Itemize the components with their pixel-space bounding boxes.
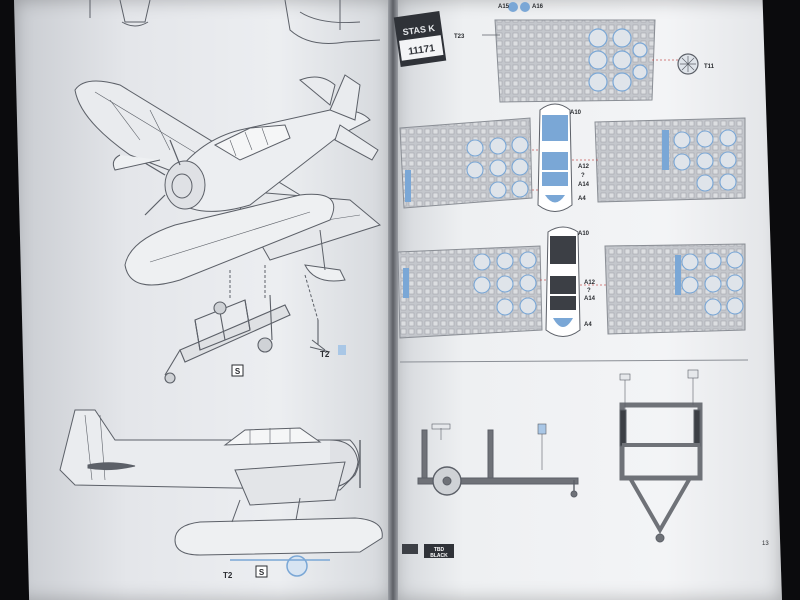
callout-s-top: S [235, 367, 241, 376]
callout-box-s-bottom [255, 565, 268, 578]
set-number: 11171 [408, 43, 436, 58]
callout-set1-a12: A12 [578, 164, 590, 170]
binding-gutter [388, 0, 398, 600]
callout-box-s-top [231, 364, 244, 377]
callout-set2-a14: A14 [584, 296, 596, 302]
brand-logo-text: STAS K [402, 23, 436, 37]
callout-set1-a4: A4 [578, 196, 586, 202]
left-page-callouts: T2 S T2 S [223, 345, 346, 580]
isometric-seaplane-drawing [74, 74, 382, 321]
beaching-trolley-drawing [164, 294, 331, 384]
canopy-set-1-callouts: A10 A12 ? A14 A4 [570, 110, 590, 202]
page-number: 13 [762, 541, 769, 547]
top-mask-fret [482, 2, 699, 103]
canopy-set-2-callouts: A10 A12 ? A14 A4 [578, 231, 596, 328]
blue-marker [338, 345, 346, 355]
top-cropped-drawing [89, 0, 381, 44]
callout-set2-a10: A10 [578, 231, 590, 237]
callout-set2-q: ? [587, 288, 591, 294]
color-legend: TBD BLACK [402, 544, 454, 559]
legend-swatch-2 [424, 544, 454, 558]
trailer-top-view-drawing [619, 369, 703, 543]
brand-logo: STAS K 11171 [393, 11, 447, 67]
callout-set1-q: ? [581, 173, 585, 179]
legend-swatch-1 [402, 544, 418, 554]
legend-code-2: TBD [434, 547, 445, 553]
left-page-art [59, 0, 383, 577]
callout-set2-a12: A12 [584, 280, 596, 286]
callout-t23: T23 [454, 34, 465, 40]
callout-t11: T11 [704, 64, 715, 70]
trailer-side-view-drawing [417, 423, 579, 498]
callout-set1-a14: A14 [578, 182, 590, 188]
callout-a15: A15 [498, 4, 510, 10]
callout-s-bottom: S [259, 568, 265, 577]
callout-a16: A16 [532, 4, 544, 10]
callout-t2-bottom: T2 [223, 571, 233, 580]
canopy-mask-set-1 [399, 103, 746, 212]
canopy-mask-set-2 [397, 226, 746, 339]
callout-set1-a10: A10 [570, 110, 582, 116]
section-divider [399, 359, 749, 363]
top-mask-callouts: A15 A16 T23 T11 [454, 4, 715, 70]
legend-label-2: BLACK [430, 553, 448, 559]
callout-t2-top: T2 [320, 350, 330, 359]
callout-set2-a4: A4 [584, 322, 592, 328]
side-view-seaplane-drawing [59, 409, 383, 577]
